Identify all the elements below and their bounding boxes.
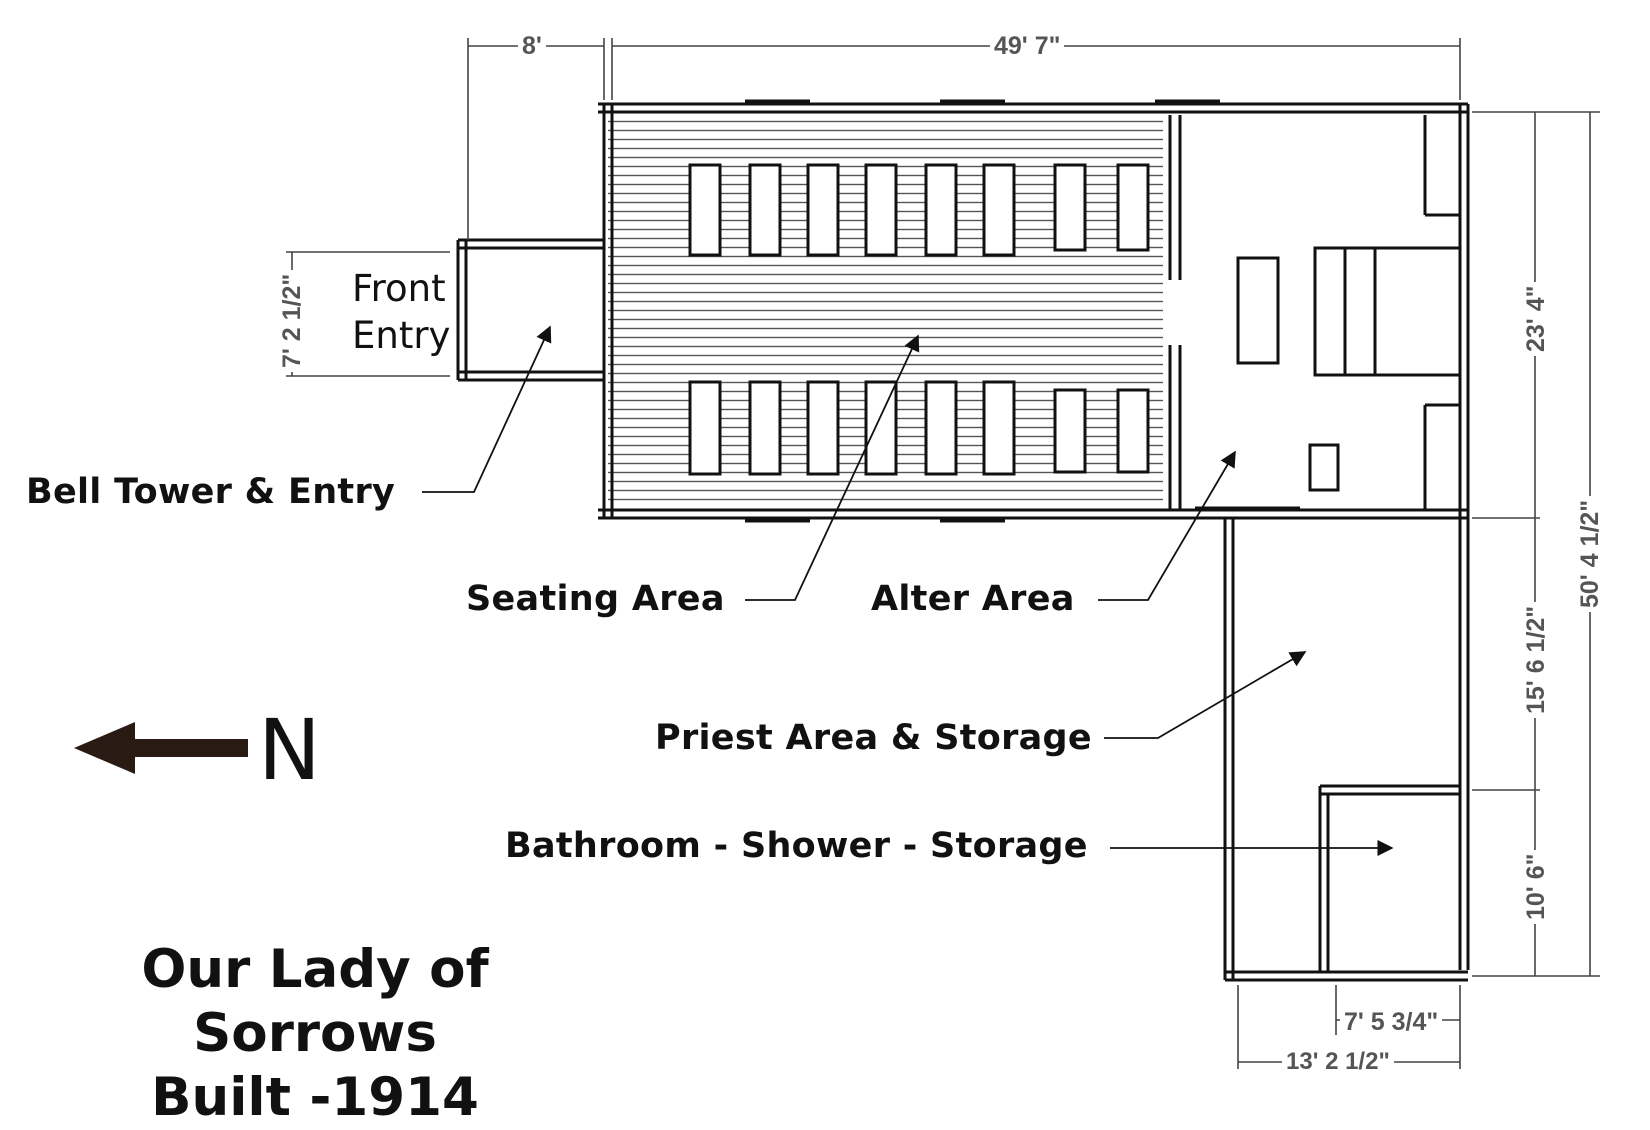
alter-furniture	[1236, 115, 1460, 510]
title-line2: Built -1914	[151, 1067, 479, 1128]
bell-tower-label: Bell Tower & Entry	[26, 472, 396, 512]
north-arrow-icon	[74, 722, 248, 774]
pews-top	[688, 163, 1150, 257]
alter-area-label: Alter Area	[871, 579, 1075, 619]
window-marks	[745, 99, 1300, 523]
dim-wing-width: 13' 2 1/2"	[1282, 1048, 1394, 1076]
dim-bath-depth: 10' 6"	[1522, 849, 1551, 924]
north-letter: N	[258, 701, 321, 799]
altar-rail	[1168, 115, 1182, 510]
dim-priest-depth: 15' 6 1/2"	[1522, 601, 1551, 718]
dim-nave-length: 49' 7"	[990, 32, 1065, 61]
nave-walls	[598, 102, 1470, 970]
pews-bottom	[688, 380, 1150, 476]
front-entry-line2: Entry	[352, 314, 451, 357]
priest-wing-walls	[1223, 518, 1468, 982]
dim-bath-width: 7' 5 3/4"	[1340, 1008, 1443, 1037]
front-entry-label: Front Entry	[352, 265, 450, 359]
bell-tower	[456, 238, 604, 382]
dim-tower-width: 8'	[518, 32, 546, 61]
floor-plan	[74, 38, 1600, 1069]
seating-area-label: Seating Area	[466, 579, 725, 619]
page-title: Our Lady of Sorrows Built -1914	[20, 938, 610, 1130]
leader-arrows	[422, 325, 1394, 857]
bathroom-label: Bathroom - Shower - Storage	[505, 826, 1088, 866]
dim-entry-width: 7' 2 1/2"	[278, 269, 307, 372]
dim-nave-width: 23' 4"	[1522, 281, 1551, 356]
title-line1: Our Lady of Sorrows	[141, 939, 489, 1064]
dim-total-depth: 50' 4 1/2"	[1576, 495, 1605, 612]
priest-area-label: Priest Area & Storage	[655, 718, 1092, 758]
front-entry-line1: Front	[352, 267, 446, 310]
